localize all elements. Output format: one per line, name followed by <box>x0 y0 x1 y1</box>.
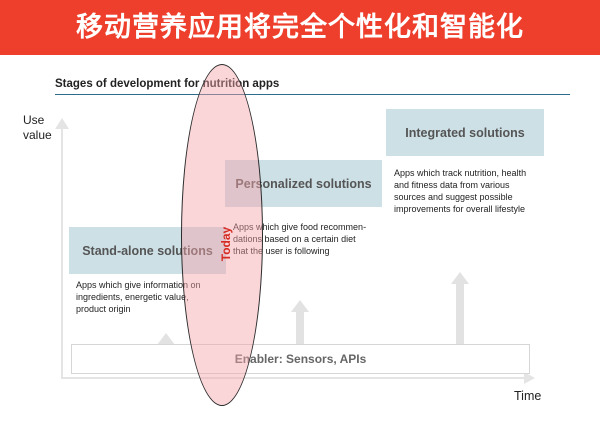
stage-desc-line: ingredients, energetic value, <box>76 292 189 302</box>
stage-desc-line: product origin <box>76 304 131 314</box>
today-label: Today <box>219 226 233 262</box>
stage-box-integrated: Integrated solutions <box>386 109 544 156</box>
diagram-subtitle: Stages of development for nutrition apps <box>55 78 280 90</box>
enabler-label: Enabler: Sensors, APIs <box>234 352 367 366</box>
enabler-bar: Enabler: Sensors, APIs <box>71 344 530 374</box>
x-axis-label: Time <box>514 389 542 403</box>
y-axis-arrow-icon <box>55 118 69 129</box>
y-axis-label: Use value <box>23 113 52 143</box>
stage-title-personalized: Personalized solutions <box>235 176 372 191</box>
today-ellipse <box>181 64 263 406</box>
x-axis-line <box>61 377 526 379</box>
growth-arrow-icon-3 <box>451 272 469 356</box>
stage-desc-line: that the user is following <box>233 246 330 256</box>
y-axis-line <box>61 128 63 378</box>
stage-desc-line: and fitness data from various <box>394 180 510 190</box>
stage-desc-line: sources and suggest possible <box>394 192 513 202</box>
stage-desc-personalized: Apps which give food recommen- dations b… <box>233 221 366 257</box>
stage-desc-line: Apps which give food recommen- <box>233 222 367 232</box>
stage-desc-line: Apps which track nutrition, health <box>394 168 527 178</box>
y-axis-label-line1: Use <box>23 113 45 127</box>
growth-arrow-icon-2 <box>291 300 309 356</box>
stage-desc-line: dations based on a certain diet <box>233 234 356 244</box>
y-axis-label-line2: value <box>23 128 52 142</box>
title-banner <box>0 0 600 55</box>
stage-desc-line: improvements for overall lifestyle <box>394 204 526 214</box>
subtitle-rule <box>55 94 570 95</box>
x-axis-arrow-icon <box>524 372 535 384</box>
stage-title-integrated: Integrated solutions <box>405 125 525 140</box>
stage-desc-standalone: Apps which give information on ingredien… <box>76 279 201 315</box>
banner-title: 移动营养应用将完全个性化和智能化 <box>76 12 524 43</box>
stage-desc-line: Apps which give information on <box>76 280 201 290</box>
stage-desc-integrated: Apps which track nutrition, health and f… <box>394 167 526 215</box>
